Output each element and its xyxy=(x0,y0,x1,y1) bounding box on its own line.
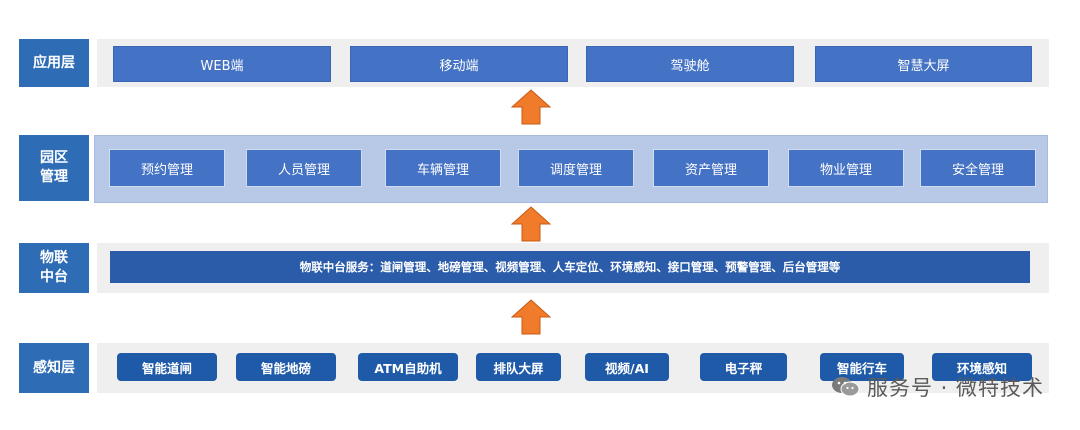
sense-item-gate: 智能道闸 xyxy=(117,353,217,381)
layer-label-iot: 物联 中台 xyxy=(19,243,89,293)
park-item-property: 物业管理 xyxy=(788,149,904,187)
app-item-mobile: 移动端 xyxy=(350,46,568,82)
park-item-safety: 安全管理 xyxy=(920,149,1036,187)
sense-item-atm: ATM自助机 xyxy=(358,353,458,381)
layer-label-park: 园区 管理 xyxy=(19,135,89,201)
sense-item-scale: 电子秤 xyxy=(700,353,787,381)
app-item-big-screen: 智慧大屏 xyxy=(815,46,1032,82)
up-arrow-icon xyxy=(511,299,551,335)
sense-item-crane: 智能行车 xyxy=(820,353,904,381)
park-item-personnel: 人员管理 xyxy=(246,149,362,187)
up-arrow-icon xyxy=(511,89,551,125)
layer-label-perception: 感知层 xyxy=(19,343,89,393)
park-item-dispatch: 调度管理 xyxy=(518,149,634,187)
sense-item-video-ai: 视频/AI xyxy=(585,353,669,381)
park-item-vehicle: 车辆管理 xyxy=(385,149,501,187)
watermark-text: 服务号 · 微特技术 xyxy=(866,376,1044,400)
app-item-cockpit: 驾驶舱 xyxy=(586,46,794,82)
iot-service-bar: 物联中台服务：道闸管理、地磅管理、视频管理、人车定位、环境感知、接口管理、预警管… xyxy=(110,251,1030,283)
sense-item-weighbridge: 智能地磅 xyxy=(236,353,336,381)
up-arrow-icon xyxy=(511,206,551,242)
app-item-web: WEB端 xyxy=(113,46,331,82)
park-item-asset: 资产管理 xyxy=(653,149,769,187)
park-item-booking: 预约管理 xyxy=(109,149,225,187)
watermark: 服务号 · 微特技术 xyxy=(831,372,1044,402)
wechat-icon xyxy=(831,377,860,397)
sense-item-environment: 环境感知 xyxy=(932,353,1032,381)
layer-label-application: 应用层 xyxy=(19,39,89,87)
sense-item-queue-screen: 排队大屏 xyxy=(476,353,561,381)
